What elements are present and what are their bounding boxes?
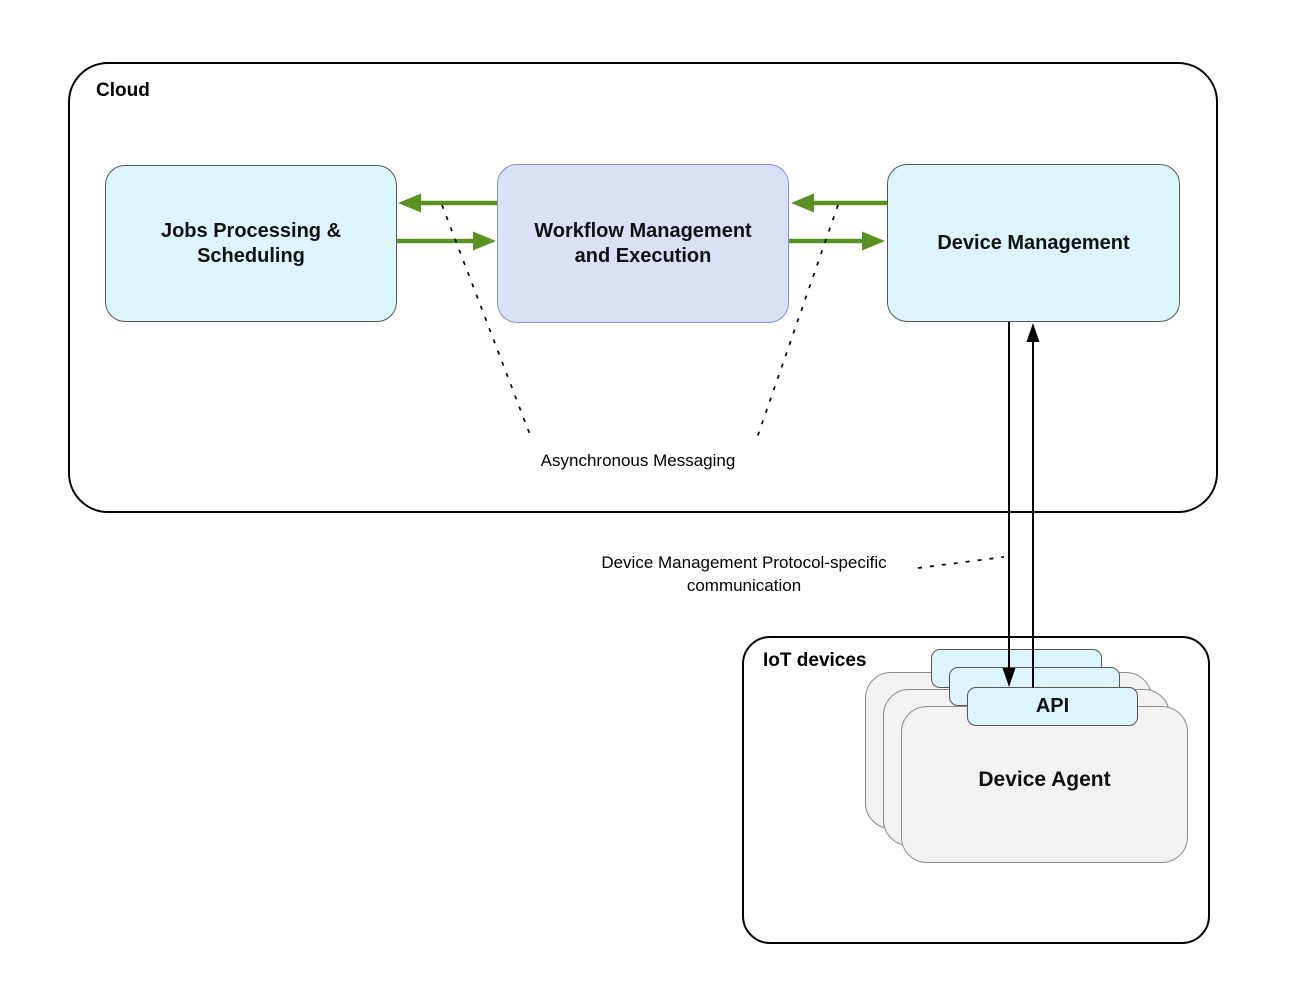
device-agent-card-front bbox=[901, 706, 1188, 863]
annotation-dm-protocol: Device Management Protocol-specific comm… bbox=[564, 551, 924, 597]
cloud-container-label: Cloud bbox=[96, 80, 150, 101]
annotation-asynchronous-messaging: Asynchronous Messaging bbox=[540, 451, 736, 470]
api-bar-label: API bbox=[1035, 695, 1070, 717]
node-jobs-processing-label: Jobs Processing & Scheduling bbox=[160, 219, 342, 267]
annotation-dm-protocol-line2: communication bbox=[686, 576, 802, 595]
iot-devices-container-label: IoT devices bbox=[763, 650, 867, 671]
dashed-leader-dm-protocol bbox=[917, 556, 1005, 569]
api-bar-front: API bbox=[967, 687, 1138, 726]
node-workflow-management: Workflow Management and Execution bbox=[497, 164, 789, 323]
node-workflow-management-label: Workflow Management and Execution bbox=[534, 219, 752, 267]
node-jobs-processing: Jobs Processing & Scheduling bbox=[105, 165, 397, 322]
device-agent-label: Device Agent bbox=[978, 768, 1111, 791]
node-device-management-label: Device Management bbox=[937, 231, 1130, 254]
annotation-dm-protocol-line1: Device Management Protocol-specific bbox=[601, 553, 887, 572]
node-device-management: Device Management bbox=[887, 164, 1180, 322]
